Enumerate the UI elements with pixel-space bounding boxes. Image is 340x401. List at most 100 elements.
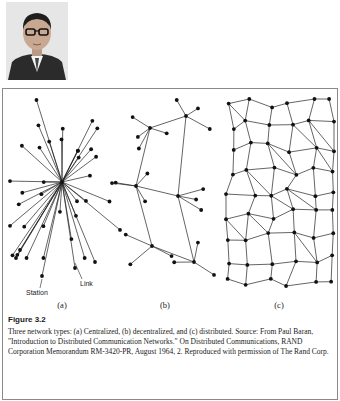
network-link	[293, 120, 309, 124]
network-station	[134, 184, 138, 188]
network-link	[332, 233, 333, 255]
network-link	[62, 121, 92, 182]
network-station	[247, 97, 251, 101]
network-link	[268, 125, 270, 143]
network-link	[150, 116, 186, 128]
network-station	[58, 210, 62, 214]
network-link	[116, 183, 136, 186]
network-station	[244, 168, 248, 172]
network-link	[245, 121, 251, 143]
network-station	[184, 114, 188, 118]
network-link	[316, 281, 331, 282]
network-station	[285, 101, 289, 105]
network-station	[22, 225, 26, 229]
network-station	[314, 280, 318, 284]
network-link	[228, 264, 229, 279]
network-link	[226, 214, 248, 220]
network-link	[272, 261, 296, 264]
network-station	[69, 237, 73, 241]
network-link	[232, 150, 234, 175]
part-label: (c)	[274, 300, 283, 310]
part-label: (a)	[57, 300, 66, 310]
network-link	[268, 232, 294, 234]
network-link	[271, 168, 274, 196]
network-link	[62, 182, 71, 239]
network-link	[287, 99, 314, 103]
network-link	[152, 246, 194, 262]
network-link	[62, 182, 120, 230]
network-link	[194, 262, 214, 275]
network-station	[39, 192, 43, 196]
network-link	[49, 142, 62, 182]
network-station	[108, 200, 112, 204]
network-station	[94, 155, 98, 159]
network-link	[38, 125, 62, 182]
network-station	[40, 274, 44, 278]
network-station	[137, 147, 141, 151]
network-link	[287, 189, 293, 209]
network-station	[232, 148, 236, 152]
network-link	[269, 107, 272, 125]
network-link	[271, 196, 273, 219]
network-link	[255, 195, 271, 196]
network-link	[293, 209, 316, 211]
network-station	[172, 260, 176, 264]
network-link	[314, 99, 329, 100]
network-station	[84, 199, 88, 203]
network-link	[16, 182, 62, 258]
network-link	[126, 235, 152, 246]
network-station	[42, 256, 46, 260]
network-link	[130, 246, 152, 264]
network-link	[178, 196, 194, 262]
network-station	[312, 236, 316, 240]
network-link	[62, 129, 64, 182]
network-station	[60, 180, 64, 184]
network-station	[41, 224, 45, 228]
network-link	[139, 128, 150, 149]
network-station	[244, 238, 248, 242]
network-station	[247, 212, 251, 216]
network-station	[267, 123, 271, 127]
network-link	[309, 99, 315, 120]
network-link	[274, 209, 294, 219]
network-station	[35, 98, 39, 102]
network-station	[20, 144, 24, 148]
network-station	[20, 191, 24, 195]
network-link	[268, 219, 273, 233]
network-link	[10, 182, 62, 226]
network-station	[284, 284, 288, 288]
network-station	[201, 187, 205, 191]
network-link	[62, 176, 90, 182]
network-link	[136, 186, 178, 196]
network-link	[248, 214, 273, 219]
network-station	[77, 156, 81, 160]
network-link	[246, 265, 248, 285]
network-link	[228, 279, 246, 285]
network-link	[314, 238, 318, 263]
network-station	[208, 127, 212, 131]
network-station	[332, 149, 336, 153]
network-station	[17, 202, 21, 206]
network-station	[176, 194, 180, 198]
network-link	[309, 120, 317, 147]
network-link	[10, 181, 62, 183]
network-link	[186, 108, 198, 116]
network-station	[226, 277, 230, 281]
network-link	[152, 246, 172, 256]
network-link	[246, 233, 269, 240]
network-station	[118, 228, 122, 232]
network-station	[294, 173, 298, 177]
network-link	[313, 168, 332, 172]
network-link	[287, 175, 296, 189]
network-station	[88, 174, 92, 178]
network-link	[228, 240, 229, 264]
network-link	[133, 117, 150, 128]
network-link	[315, 192, 333, 196]
network-station	[165, 131, 169, 135]
network-link	[178, 116, 186, 196]
callout-label: Station	[26, 289, 48, 296]
network-link	[246, 170, 271, 196]
network-station	[330, 208, 334, 212]
network-station	[170, 254, 174, 258]
network-link	[245, 99, 249, 121]
